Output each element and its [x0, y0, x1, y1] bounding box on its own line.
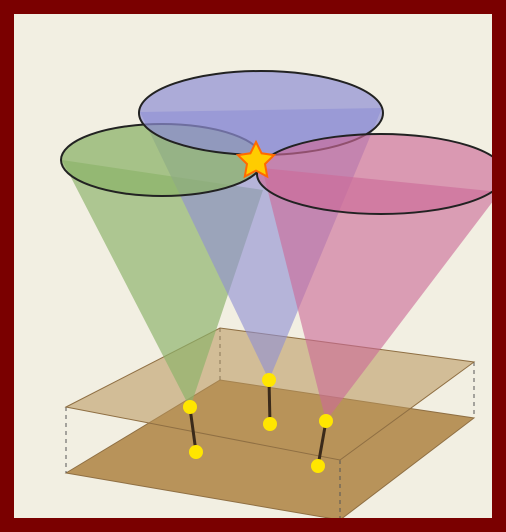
station-point-pink-top: [319, 414, 333, 428]
station-point-green-top: [183, 400, 197, 414]
station-point-purple-top: [262, 373, 276, 387]
station-point-pink-bottom: [311, 459, 325, 473]
station-point-purple-bottom: [263, 417, 277, 431]
pink-cone-top: [257, 134, 505, 214]
station-point-green-bottom: [189, 445, 203, 459]
